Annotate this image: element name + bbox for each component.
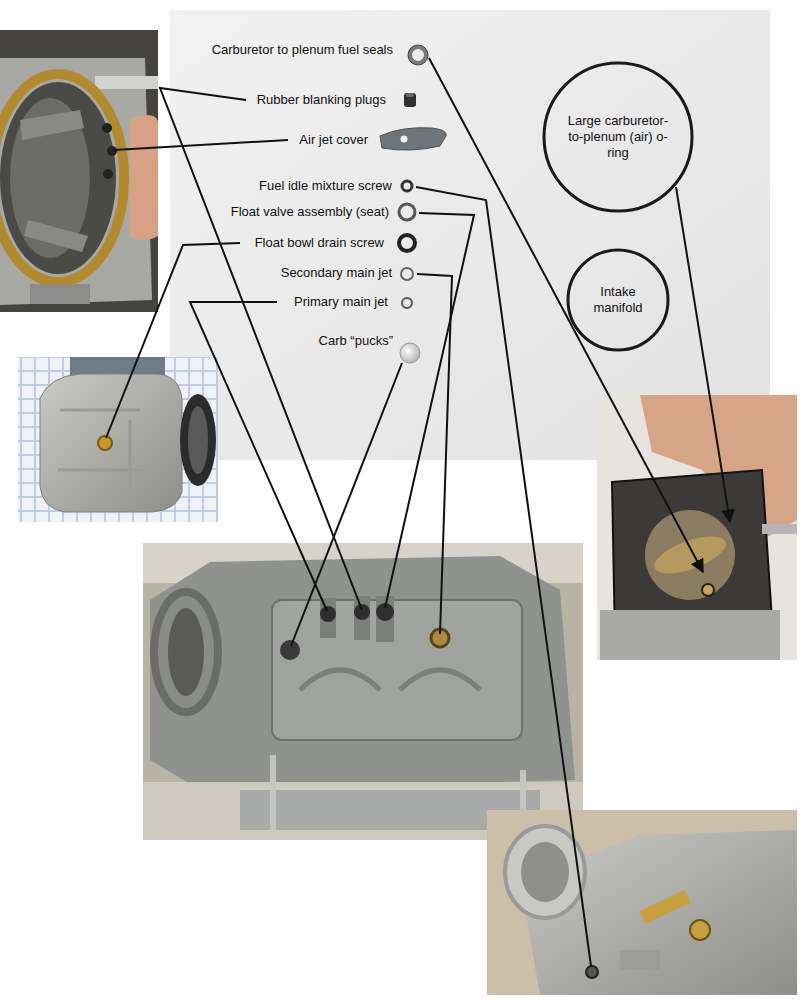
part-label: Float bowl drain screw: [255, 235, 384, 251]
carb-bore-photo: [0, 30, 158, 312]
carb-body-photo: [143, 543, 583, 840]
float-bowl-photo: [18, 357, 218, 522]
o-ring-circle: Intake manifold: [566, 248, 670, 352]
node-text: Large carburetor-to-plenum (air) o-ring: [562, 113, 674, 161]
part-label: Secondary main jet: [281, 265, 392, 281]
o-ring-text: Intake manifold: [578, 284, 658, 316]
part-label: Fuel idle mixture screw: [259, 178, 392, 194]
part-label: Primary main jet: [294, 294, 388, 310]
o-ring-text: Large carburetor-to-plenum (air) o-ring: [562, 113, 674, 161]
part-label: Rubber blanking plugs: [257, 92, 386, 108]
part-label: Carb “pucks”: [319, 333, 393, 349]
part-label: Air jet cover: [299, 132, 368, 148]
o-ring-circle: Large carburetor-to-plenum (air) o-ring: [542, 61, 694, 213]
carb-side-photo: [487, 810, 797, 995]
part-icons: [380, 45, 446, 363]
carb-top-photo: [597, 395, 797, 660]
node-text: Intake manifold: [578, 284, 658, 316]
leader-lines: [106, 58, 730, 966]
part-label: Carburetor to plenum fuel seals: [212, 42, 393, 58]
part-label: Float valve assembly (seat): [231, 204, 389, 220]
